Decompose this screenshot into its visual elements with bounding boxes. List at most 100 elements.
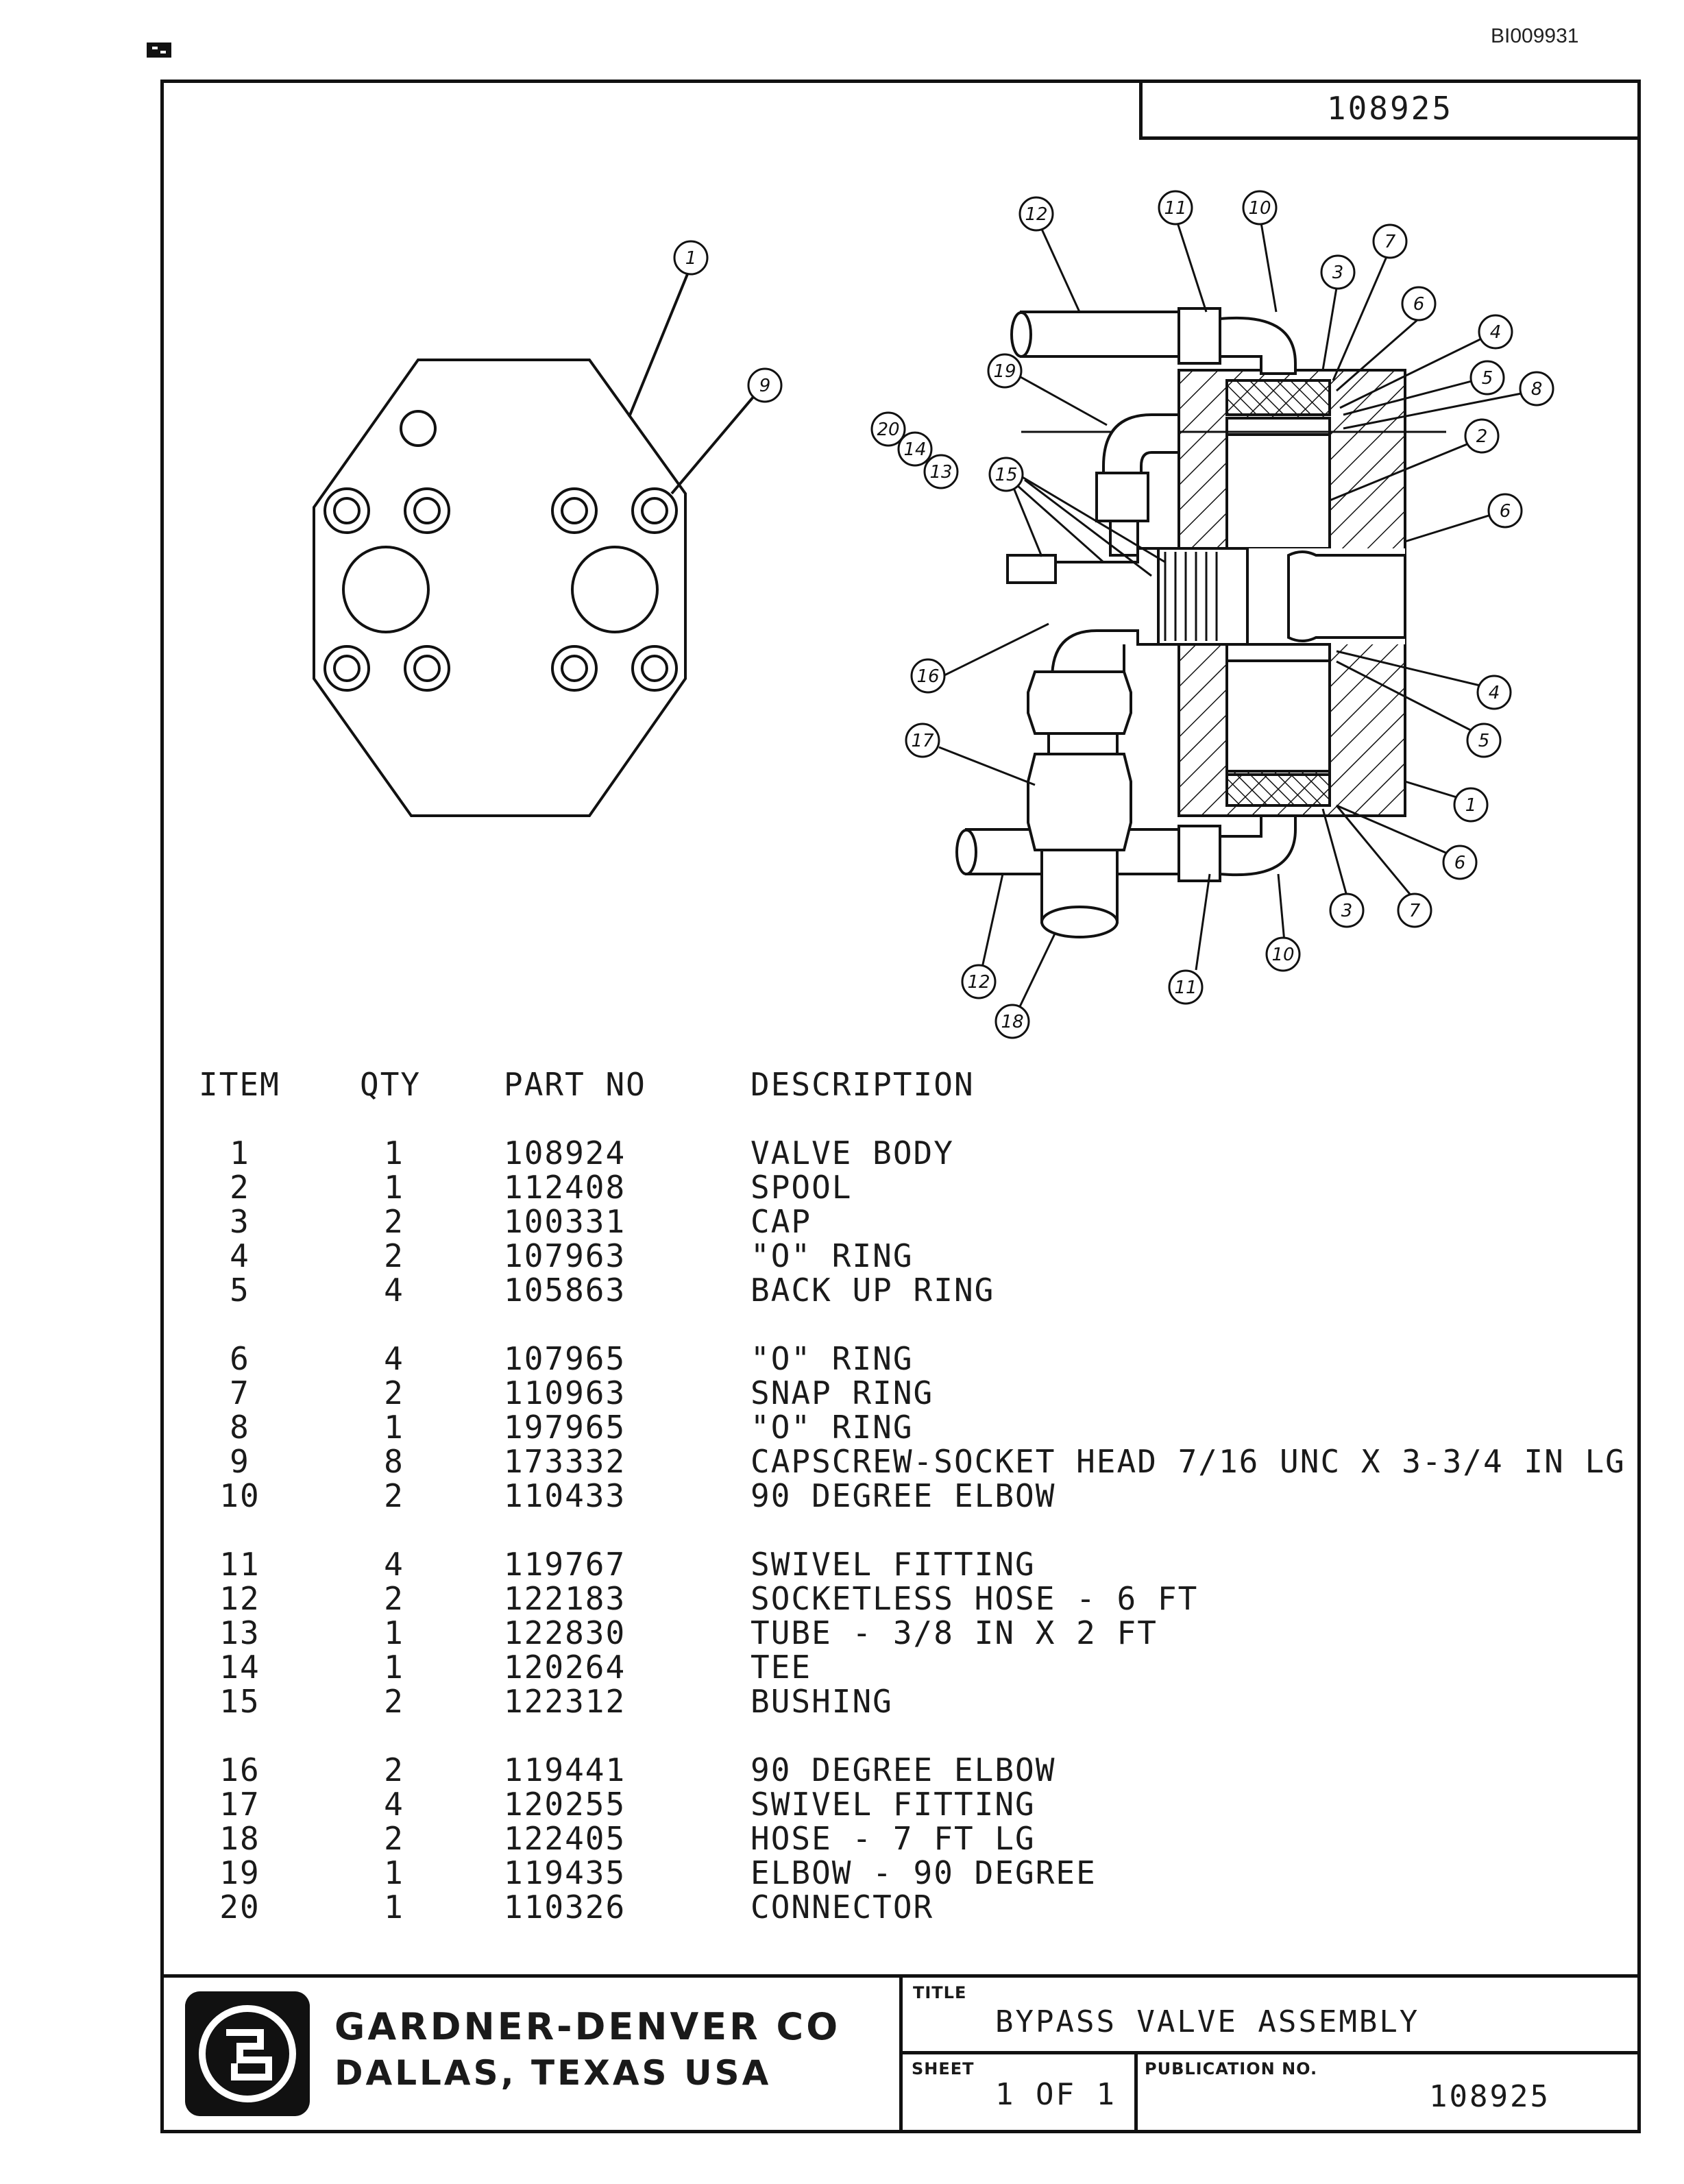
cell-item: 14 xyxy=(219,1649,260,1686)
svg-text:14: 14 xyxy=(903,439,926,460)
cell-qty: 1 xyxy=(384,1409,404,1446)
cell-part-no: 120255 xyxy=(504,1786,626,1823)
publication-number: 108925 xyxy=(1429,2079,1550,2114)
cell-qty: 1 xyxy=(384,1135,404,1172)
cell-part-no: 110326 xyxy=(504,1889,626,1926)
cell-qty: 4 xyxy=(384,1272,404,1309)
cell-item: 7 xyxy=(230,1374,250,1411)
gardner-denver-logo-icon xyxy=(185,1991,310,2116)
svg-text:4: 4 xyxy=(1489,683,1500,703)
cell-qty: 1 xyxy=(384,1854,404,1891)
cell-description: SWIVEL FITTING xyxy=(751,1546,1036,1583)
cell-qty: 2 xyxy=(384,1237,404,1274)
svg-text:11: 11 xyxy=(1174,978,1197,998)
cell-description: CONNECTOR xyxy=(751,1889,934,1926)
header-qty: QTY xyxy=(360,1066,422,1103)
cell-qty: 2 xyxy=(384,1820,404,1857)
svg-text:10: 10 xyxy=(1271,945,1294,965)
capscrew-holes xyxy=(324,487,678,692)
cell-qty: 1 xyxy=(384,1649,404,1686)
cell-qty: 1 xyxy=(384,1169,404,1206)
cell-description: TUBE - 3/8 IN X 2 FT xyxy=(751,1614,1158,1651)
cell-part-no: 173332 xyxy=(504,1443,626,1480)
header-description: DESCRIPTION xyxy=(751,1066,975,1103)
cell-item: 5 xyxy=(230,1272,250,1309)
drawing-number-box: 108925 xyxy=(1139,80,1641,140)
svg-text:13: 13 xyxy=(929,462,952,483)
svg-text:1: 1 xyxy=(685,248,697,269)
svg-text:12: 12 xyxy=(1025,204,1047,225)
cell-description: SOCKETLESS HOSE - 6 FT xyxy=(751,1580,1199,1617)
cell-part-no: 120264 xyxy=(504,1649,626,1686)
cell-item: 17 xyxy=(219,1786,260,1823)
drawing-title: BYPASS VALVE ASSEMBLY xyxy=(995,2004,1420,2039)
title-label: TITLE xyxy=(913,1983,967,2002)
svg-text:1: 1 xyxy=(1465,795,1477,816)
svg-text:11: 11 xyxy=(1164,198,1186,219)
cell-description: VALVE BODY xyxy=(751,1135,954,1172)
cell-item: 4 xyxy=(230,1237,250,1274)
cell-part-no: 105863 xyxy=(504,1272,626,1309)
svg-text:15: 15 xyxy=(994,465,1017,485)
svg-text:6: 6 xyxy=(1500,501,1511,522)
cell-qty: 1 xyxy=(384,1889,404,1926)
cell-description: "O" RING xyxy=(751,1409,914,1446)
svg-text:6: 6 xyxy=(1454,853,1466,873)
cell-description: ELBOW - 90 DEGREE xyxy=(751,1854,1097,1891)
cell-part-no: 122405 xyxy=(504,1820,626,1857)
svg-text:12: 12 xyxy=(967,972,990,993)
cell-item: 8 xyxy=(230,1409,250,1446)
svg-text:7: 7 xyxy=(1409,901,1421,921)
svg-text:3: 3 xyxy=(1341,901,1353,921)
valve-assembly-drawing: 1 9 12 11 10 7 3 6 4 5 8 2 6 19 20 14 13… xyxy=(313,190,1554,1039)
cell-part-no: 100331 xyxy=(504,1203,626,1240)
cell-part-no: 110963 xyxy=(504,1374,626,1411)
cell-qty: 2 xyxy=(384,1580,404,1617)
cell-item: 16 xyxy=(219,1751,260,1788)
cell-description: TEE xyxy=(751,1649,812,1686)
cell-item: 10 xyxy=(219,1477,260,1514)
cell-description: "O" RING xyxy=(751,1340,914,1377)
cell-item: 6 xyxy=(230,1340,250,1377)
cell-part-no: 122183 xyxy=(504,1580,626,1617)
svg-text:3: 3 xyxy=(1332,263,1344,283)
cell-description: SNAP RING xyxy=(751,1374,934,1411)
document-id: BI009931 xyxy=(1491,25,1579,47)
cell-item: 2 xyxy=(230,1169,250,1206)
cell-item: 12 xyxy=(219,1580,260,1617)
cell-item: 1 xyxy=(230,1135,250,1172)
cell-part-no: 122830 xyxy=(504,1614,626,1651)
cell-qty: 8 xyxy=(384,1443,404,1480)
cell-qty: 2 xyxy=(384,1203,404,1240)
cell-part-no: 108924 xyxy=(504,1135,626,1172)
cell-description: 90 DEGREE ELBOW xyxy=(751,1751,1056,1788)
cell-qty: 4 xyxy=(384,1786,404,1823)
cell-qty: 2 xyxy=(384,1374,404,1411)
cell-description: SPOOL xyxy=(751,1169,853,1206)
svg-text:5: 5 xyxy=(1482,368,1493,389)
cell-item: 3 xyxy=(230,1203,250,1240)
cell-qty: 2 xyxy=(384,1751,404,1788)
publication-label: PUBLICATION NO. xyxy=(1145,2059,1318,2078)
cell-qty: 4 xyxy=(384,1340,404,1377)
cell-part-no: 112408 xyxy=(504,1169,626,1206)
cell-item: 9 xyxy=(230,1443,250,1480)
svg-text:6: 6 xyxy=(1413,294,1425,315)
cell-item: 13 xyxy=(219,1614,260,1651)
cell-description: 90 DEGREE ELBOW xyxy=(751,1477,1056,1514)
svg-text:18: 18 xyxy=(1001,1012,1023,1032)
cell-qty: 4 xyxy=(384,1546,404,1583)
title-block-divider xyxy=(899,2051,1641,2054)
cell-item: 18 xyxy=(219,1820,260,1857)
valve-cross-section xyxy=(955,307,1446,938)
svg-text:10: 10 xyxy=(1248,198,1271,219)
svg-text:20: 20 xyxy=(877,420,899,440)
cell-part-no: 107965 xyxy=(504,1340,626,1377)
svg-text:5: 5 xyxy=(1478,731,1490,751)
cell-item: 11 xyxy=(219,1546,260,1583)
svg-text:8: 8 xyxy=(1531,379,1543,400)
cell-item: 19 xyxy=(219,1854,260,1891)
company-name: GARDNER-DENVER CO xyxy=(334,2005,841,2048)
cell-qty: 2 xyxy=(384,1683,404,1720)
header-item: ITEM xyxy=(199,1066,280,1103)
